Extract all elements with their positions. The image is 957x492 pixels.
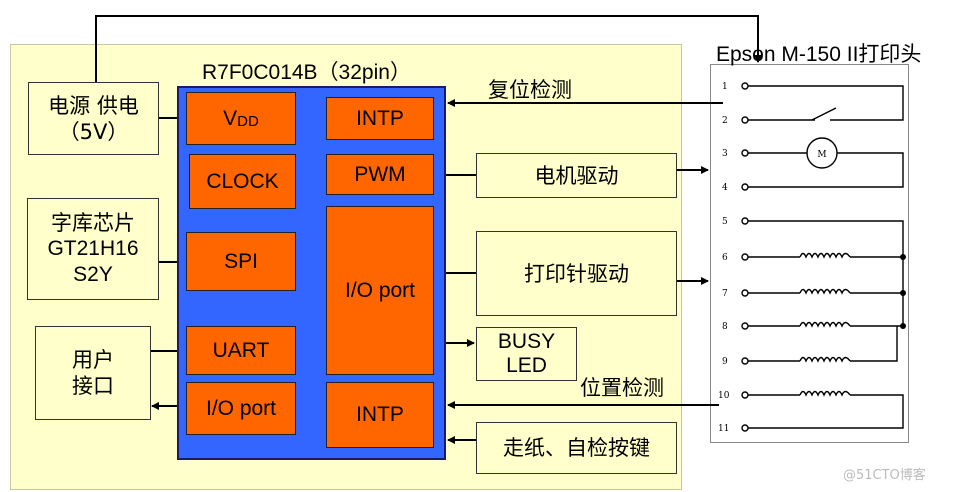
power-to-printer-line — [95, 15, 762, 82]
pin-label: 8 — [722, 322, 728, 332]
pin-label: 10 — [718, 391, 730, 401]
io-port-center-block: I/O port — [326, 206, 434, 375]
vdd-label: V — [223, 106, 238, 130]
pin-drive-box: 打印针驱动 — [476, 231, 677, 316]
printer-pins-wiring — [741, 82, 904, 432]
pin-label: 5 — [722, 217, 728, 227]
uart-block: UART — [186, 326, 296, 375]
pin-label: 11 — [718, 424, 729, 434]
position-detect-label: 位置检测 — [580, 376, 664, 400]
intp-bottom-block: INTP — [326, 382, 434, 448]
busy-led-box: BUSY LED — [476, 327, 577, 381]
power-supply-voltage: （5V） — [58, 119, 129, 144]
pin-label: 4 — [722, 183, 728, 193]
pwm-block: PWM — [326, 154, 434, 195]
pin-label: 3 — [722, 149, 728, 159]
pin-label: 6 — [722, 253, 728, 263]
pin-label: 9 — [722, 357, 728, 367]
busy-led-label: BUSY — [497, 330, 556, 353]
pin-label: 2 — [722, 116, 728, 126]
motor-symbol-label: M — [817, 150, 826, 160]
watermark: @51CTO博客 — [843, 468, 926, 483]
power-supply-box: 电源 供电 （5V） — [28, 82, 159, 155]
font-chip-suffix: S2Y — [73, 263, 113, 286]
spi-block: SPI — [186, 232, 296, 291]
chip-title: R7F0C014B（32pin） — [202, 61, 411, 84]
pin-label: 1 — [722, 82, 728, 92]
font-chip-model: GT21H16 — [47, 237, 139, 260]
user-interface-box: 用户 接口 — [35, 326, 151, 420]
printer-title: Epson M-150 II打印头 — [716, 43, 922, 66]
intp-top-block: INTP — [326, 97, 434, 140]
io-port-left-block: I/O port — [186, 382, 296, 435]
vdd-subscript: DD — [237, 113, 259, 130]
user-interface-label-2: 接口 — [72, 374, 114, 398]
font-chip-box: 字库芯片 GT21H16 S2Y — [27, 198, 159, 300]
keys-box: 走纸、自检按键 — [476, 422, 677, 474]
user-interface-label: 用户 — [72, 348, 114, 372]
font-chip-label: 字库芯片 — [51, 211, 135, 235]
clock-block: CLOCK — [189, 154, 296, 209]
motor-drive-box: 电机驱动 — [476, 153, 677, 198]
printer-pin-labels: 1 2 3 4 5 6 7 8 9 10 11 — [718, 82, 730, 434]
power-supply-label: 电源 供电 — [48, 93, 139, 118]
pin-label: 7 — [722, 289, 728, 299]
busy-led-label-2: LED — [506, 354, 547, 377]
reset-detect-label: 复位检测 — [488, 78, 572, 102]
